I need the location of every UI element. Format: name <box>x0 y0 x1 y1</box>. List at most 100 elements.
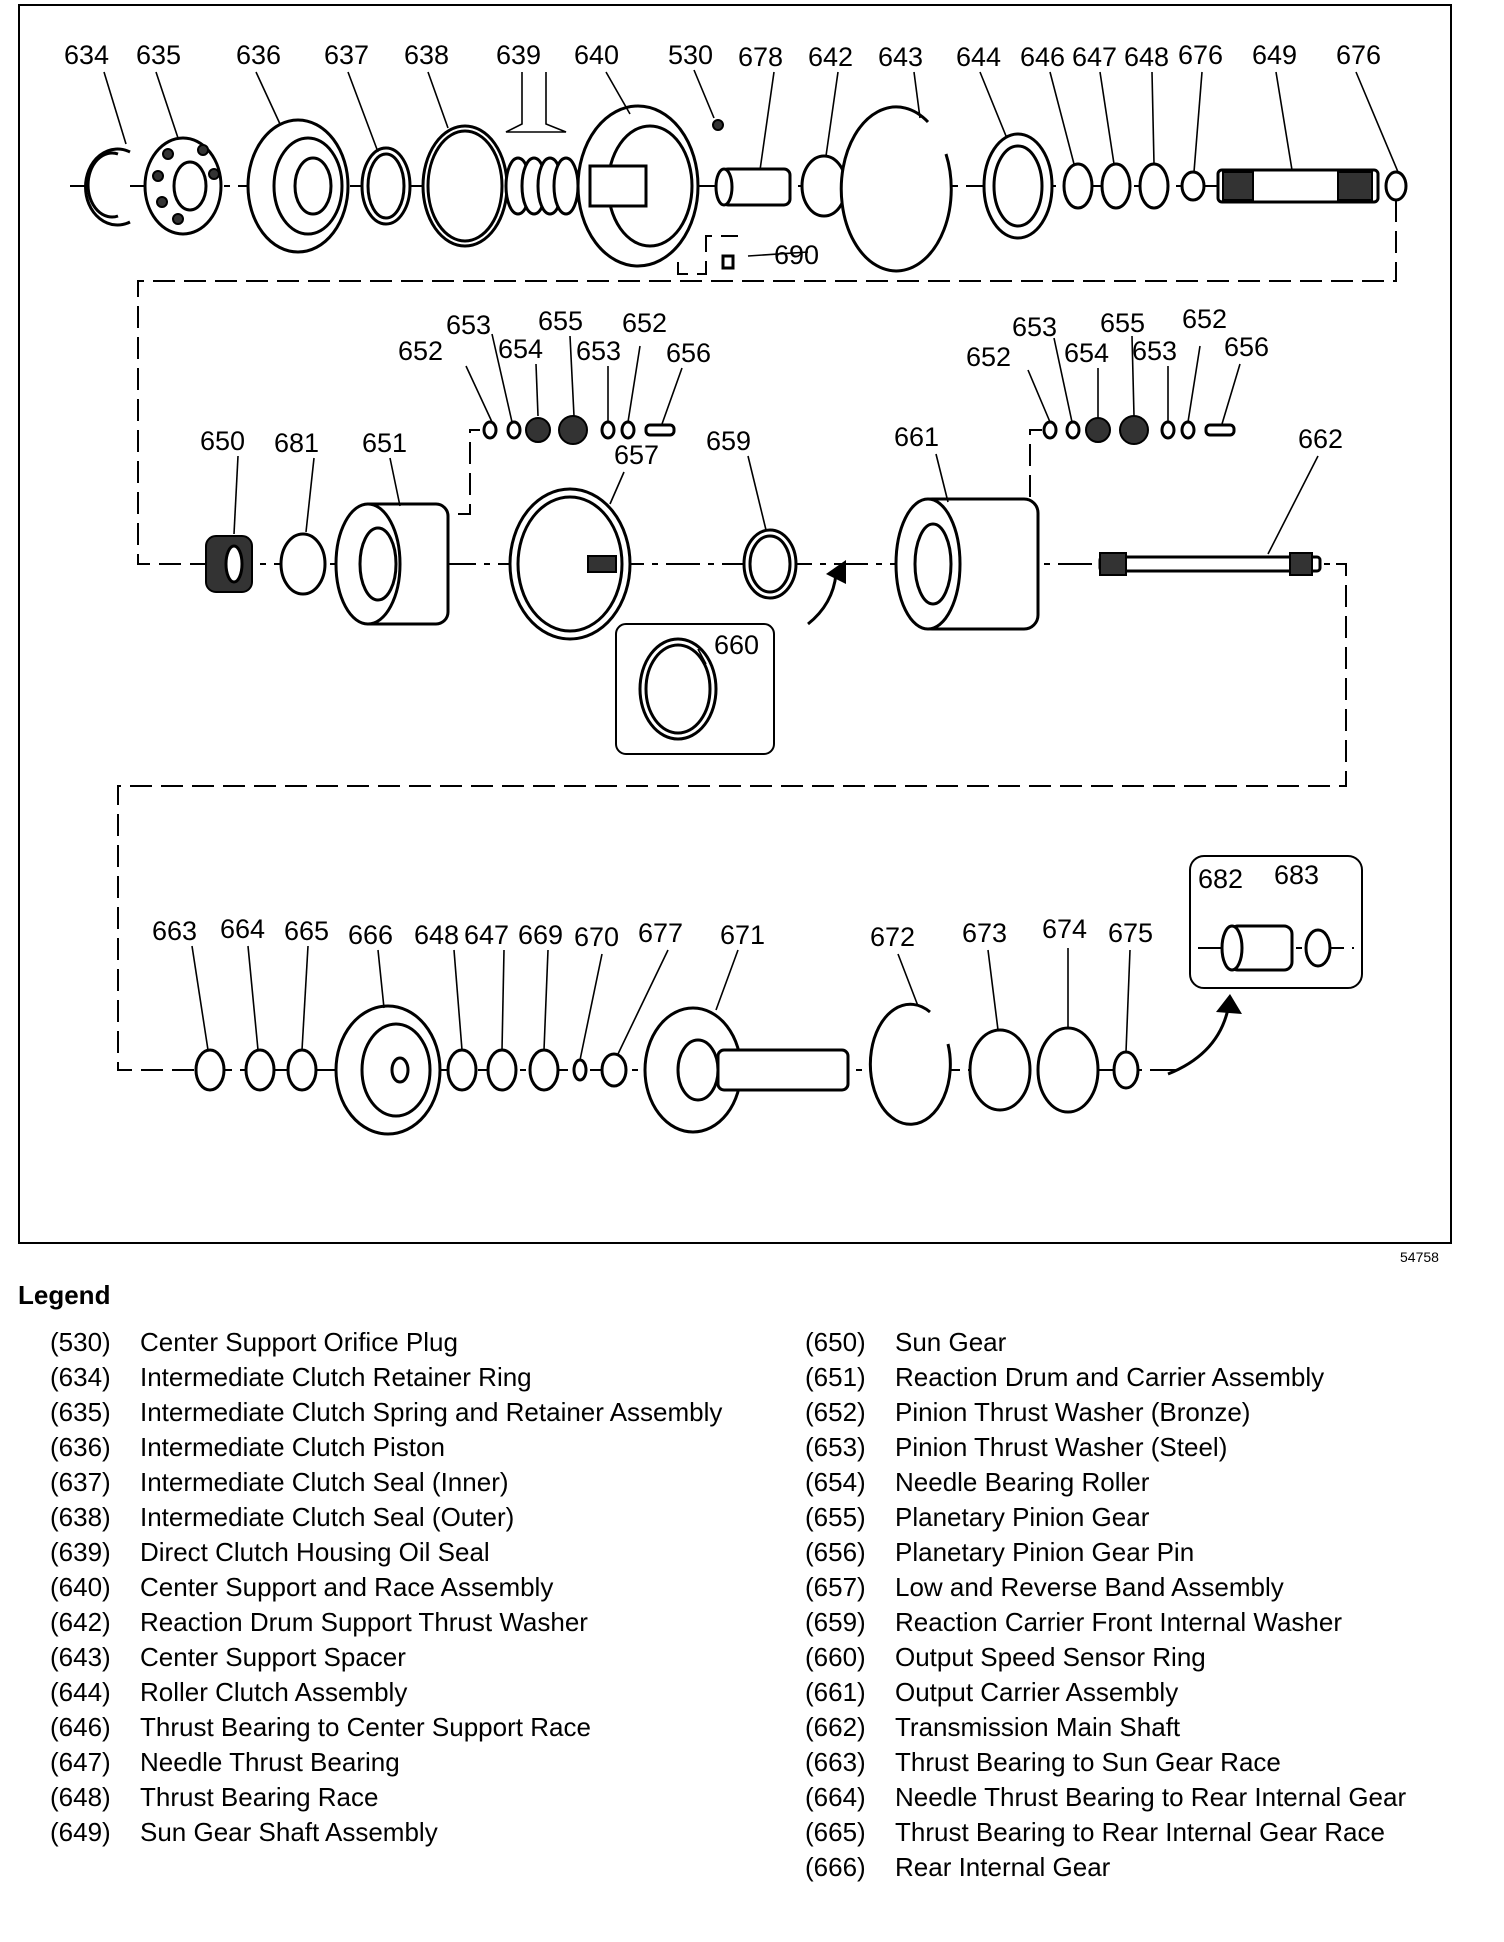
callout-661: 661 <box>894 422 939 452</box>
legend-item-number: (654) <box>805 1467 866 1497</box>
callout-656-a: 656 <box>666 338 711 368</box>
part-665-race <box>286 1048 318 1092</box>
part-675-race <box>1112 1050 1140 1090</box>
legend-left-column: (530)Center Support Orifice Plug(634) Int… <box>50 1325 750 1850</box>
legend-item: (636)Intermediate Clutch Piston <box>50 1430 750 1465</box>
row3-inset-arrowhead <box>1216 994 1242 1014</box>
callout-655-a: 655 <box>538 306 583 336</box>
row2-inset-arrow <box>807 573 838 626</box>
callout-657: 657 <box>614 440 659 470</box>
part-671-output-shaft <box>643 1006 850 1134</box>
callout-663: 663 <box>152 916 197 946</box>
part-636-clutch-piston <box>246 118 350 254</box>
part-666-rear-internal-gear <box>334 1004 442 1136</box>
legend-item: (649)Sun Gear Shaft Assembly <box>50 1815 750 1850</box>
callout-674: 674 <box>1042 914 1087 944</box>
callout-666: 666 <box>348 920 393 950</box>
part-646-race <box>1062 162 1094 210</box>
callout-652-a: 652 <box>398 336 443 366</box>
legend-item-description: Output Carrier Assembly <box>895 1677 1179 1707</box>
legend-item-description: Planetary Pinion Gear Pin <box>895 1537 1195 1567</box>
legend-item: (660) Output Speed Sensor Ring <box>805 1640 1495 1675</box>
part-634-retainer-ring <box>84 147 131 227</box>
callout-642: 642 <box>808 42 853 72</box>
legend-item-description: Needle Bearing Roller <box>895 1467 1150 1497</box>
legend-item-description: Output Speed Sensor Ring <box>895 1642 1206 1672</box>
callout-660: 660 <box>714 630 759 660</box>
legend-item-description: Sun Gear Shaft Assembly <box>140 1817 438 1847</box>
part-650-sun-gear <box>205 535 253 593</box>
pinion-stack-right <box>1042 415 1236 445</box>
part-649-sun-gear-shaft <box>1216 168 1380 204</box>
row2-to-row3-connector <box>117 563 1347 1071</box>
legend-item-number: (637) <box>50 1467 111 1497</box>
legend-item: (659)Reaction Carrier Front Internal Was… <box>805 1605 1495 1640</box>
legend-item-description: Low and Reverse Band Assembly <box>895 1572 1284 1602</box>
part-651-reaction-drum <box>334 502 450 626</box>
callout-653-d: 653 <box>1132 336 1177 366</box>
legend-item-number: (652) <box>805 1397 866 1427</box>
callout-664: 664 <box>220 914 265 944</box>
part-690-plug <box>721 254 735 270</box>
legend-item-description: Thrust Bearing to Sun Gear Race <box>895 1747 1281 1777</box>
legend-item: (666)Rear Internal Gear <box>805 1850 1495 1885</box>
part-676-bushing-rear <box>1384 170 1408 202</box>
legend-item-number: (651) <box>805 1362 866 1392</box>
row3-inset-arrow <box>1167 1008 1230 1076</box>
legend-item: (530)Center Support Orifice Plug <box>50 1325 750 1360</box>
part-635-spring-retainer <box>143 136 223 236</box>
legend-item: (654) Needle Bearing Roller <box>805 1465 1495 1500</box>
part-657-band <box>508 487 632 641</box>
legend-item-number: (648) <box>50 1782 111 1812</box>
callout-671: 671 <box>720 920 765 950</box>
callout-659: 659 <box>706 426 751 456</box>
legend-item-description: Center Support Orifice Plug <box>140 1327 458 1357</box>
callout-676-b: 676 <box>1336 40 1381 70</box>
legend-item-number: (662) <box>805 1712 866 1742</box>
legend-item-number: (644) <box>50 1677 111 1707</box>
legend-item-number: (635) <box>50 1397 111 1427</box>
callout-669: 669 <box>518 920 563 950</box>
callout-656-b: 656 <box>1224 332 1269 362</box>
legend-item-number: (653) <box>805 1432 866 1462</box>
legend-item-description: Pinion Thrust Washer (Bronze) <box>895 1397 1251 1427</box>
callout-636: 636 <box>236 40 281 70</box>
legend-item: (656) Planetary Pinion Gear Pin <box>805 1535 1495 1570</box>
legend-item-description: Thrust Bearing to Center Support Race <box>140 1712 591 1742</box>
legend-item-description: Planetary Pinion Gear <box>895 1502 1150 1532</box>
legend-item: (647)Needle Thrust Bearing <box>50 1745 750 1780</box>
part-663-race <box>194 1048 226 1092</box>
legend-item-number: (656) <box>805 1537 866 1567</box>
callout-653-c: 653 <box>1012 312 1057 342</box>
callout-530: 530 <box>668 40 713 70</box>
legend-item-number: (659) <box>805 1607 866 1637</box>
callout-682: 682 <box>1198 864 1243 894</box>
part-640-center-support <box>576 104 738 275</box>
legend-item-number: (634) <box>50 1362 111 1392</box>
legend-item-number: (661) <box>805 1677 866 1707</box>
callout-639: 639 <box>496 40 541 70</box>
legend-item-number: (638) <box>50 1502 111 1532</box>
callout-675: 675 <box>1108 918 1153 948</box>
callout-637: 637 <box>324 40 369 70</box>
legend-item-number: (642) <box>50 1607 111 1637</box>
legend-item-number: (660) <box>805 1642 866 1672</box>
callout-655-b: 655 <box>1100 308 1145 338</box>
legend-item: (640)Center Support and Race Assembly <box>50 1570 750 1605</box>
legend-item: (644)Roller Clutch Assembly <box>50 1675 750 1710</box>
legend-item: (637)Intermediate Clutch Seal (Inner) <box>50 1465 750 1500</box>
legend-item: (634) Intermediate Clutch Retainer Ring <box>50 1360 750 1395</box>
legend-item-description: Intermediate Clutch Retainer Ring <box>140 1362 532 1392</box>
legend-item: (638)Intermediate Clutch Seal (Outer) <box>50 1500 750 1535</box>
legend-item-number: (663) <box>805 1747 866 1777</box>
callout-662: 662 <box>1298 424 1343 454</box>
legend-title: Legend <box>18 1280 111 1310</box>
part-644-roller-clutch <box>982 132 1054 240</box>
callout-644: 644 <box>956 42 1001 72</box>
pinion-stack-left <box>482 415 676 445</box>
legend-item: (639)Direct Clutch Housing Oil Seal <box>50 1535 750 1570</box>
callout-665: 665 <box>284 916 329 946</box>
callout-643: 643 <box>878 42 923 72</box>
part-637-inner-seal <box>360 146 412 226</box>
legend-item-description: Needle Thrust Bearing to Rear Internal G… <box>895 1782 1407 1812</box>
